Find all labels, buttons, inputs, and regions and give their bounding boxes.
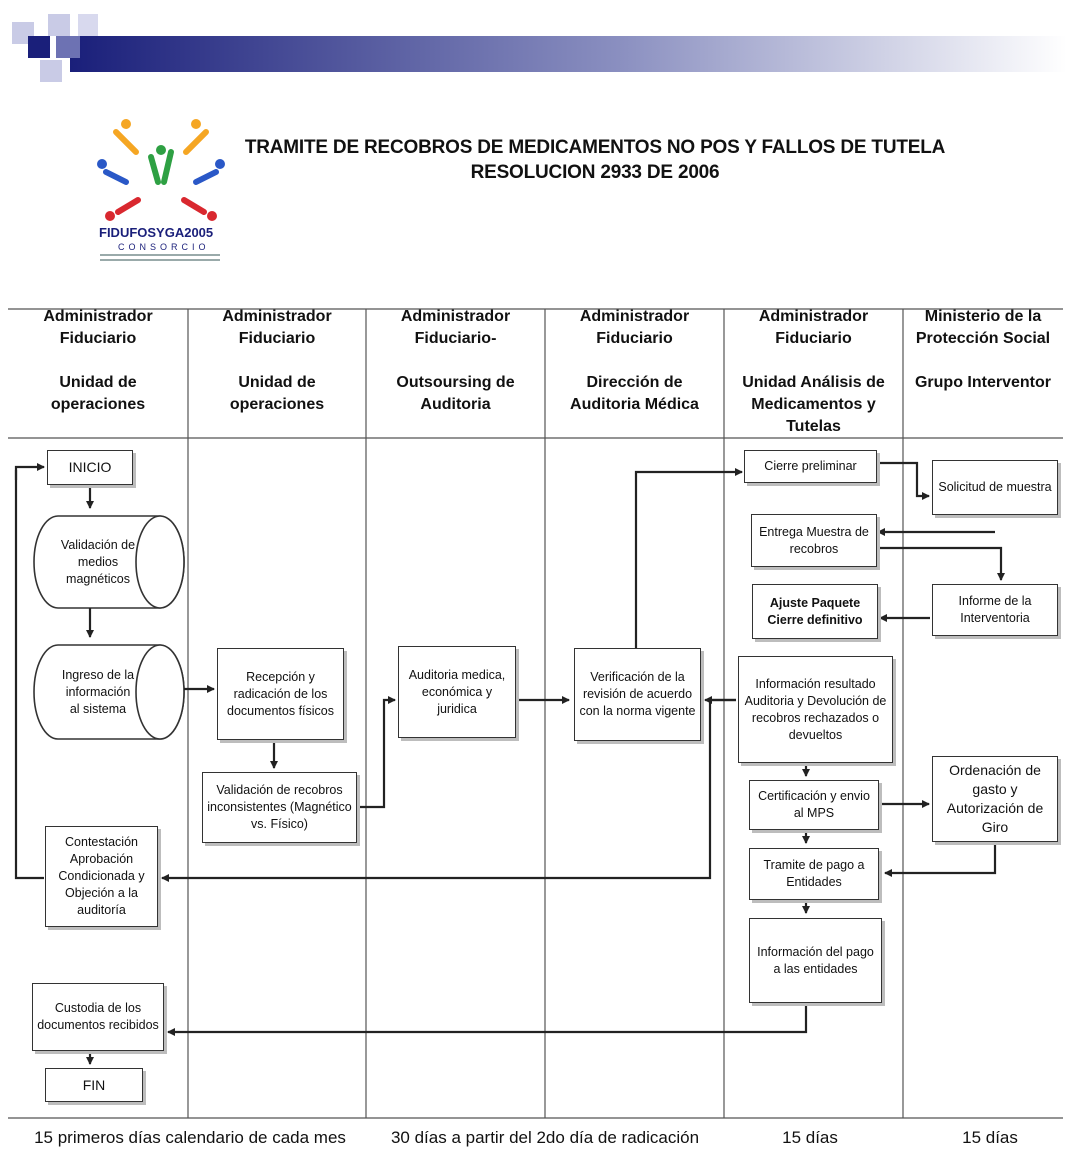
lane-header-3: Administrador Fiduciario- Outsoursing de… — [366, 306, 545, 438]
lane-4-sub-1: Dirección de — [586, 374, 683, 391]
lane-4-head-1: Administrador — [579, 308, 690, 325]
page-title: TRAMITE DE RECOBROS DE MEDICAMENTOS NO P… — [240, 135, 950, 185]
lane-5-head-2: Fiduciario — [775, 330, 852, 347]
footer-time-4: 15 días — [962, 1128, 1018, 1147]
node-verificacion: Verificación de la revisión de acuerdo c… — [574, 648, 701, 741]
node-tramite-pago: Tramite de pago a Entidades — [749, 848, 879, 900]
lane-header-6: Ministerio de la Protección Social Grupo… — [903, 306, 1063, 438]
fidufosyga-logo: FIDUFOSYGA2005 CONSORCIO — [97, 119, 225, 261]
lane-4-sub-2: Auditoria Médica — [570, 396, 699, 413]
lane-2-sub-1: Unidad de — [238, 374, 316, 391]
node-entrega-muestra: Entrega Muestra de recobros — [751, 514, 877, 567]
node-inicio: INICIO — [47, 450, 133, 485]
lane-6-sub-1: Grupo Interventor — [914, 374, 1051, 391]
node-solicitud-muestra: Solicitud de muestra — [932, 460, 1058, 515]
node-cierre-preliminar: Cierre preliminar — [744, 450, 877, 483]
lane-3-sub-1: Outsoursing de — [396, 374, 515, 391]
title-line-2: RESOLUCION 2933 DE 2006 — [470, 162, 720, 183]
logo-sub-text: CONSORCIO — [118, 242, 210, 252]
node-ajuste-paquete: Ajuste Paquete Cierre definitivo — [752, 584, 878, 639]
node-informacion-resultado: Información resultado Auditoria y Devolu… — [738, 656, 893, 763]
lane-3-sub-2: Auditoria — [420, 396, 491, 413]
node-validacion: Validación de medios magnéticos — [60, 537, 136, 586]
node-auditoria: Auditoria medica, económica y juridica — [398, 646, 516, 738]
lane-2-head-2: Fiduciario — [238, 330, 316, 347]
lane-5-sub-3: Tutelas — [786, 418, 841, 435]
lane-header-1: Administrador Fiduciario Unidad de opera… — [8, 306, 188, 438]
lane-2-sub-2: operaciones — [229, 396, 325, 413]
logo-brand-text: FIDUFOSYGA2005 — [99, 225, 213, 240]
node-informe-interventoria: Informe de la Interventoria — [932, 584, 1058, 636]
lane-2-head-1: Administrador — [222, 308, 332, 325]
node-informacion-pago: Información del pago a las entidades — [749, 918, 882, 1003]
lane-6-head-1: Ministerio de la — [924, 308, 1042, 325]
node-ingreso: Ingreso de la información al sistema — [61, 667, 135, 716]
lane-header-5: Administrador Fiduciario Unidad Análisis… — [724, 306, 903, 438]
node-fin: FIN — [45, 1068, 143, 1102]
lane-5-sub-2: Medicamentos y — [751, 396, 876, 413]
lane-4-head-2: Fiduciario — [596, 330, 673, 347]
lane-1-head-1: Administrador — [43, 308, 153, 325]
lane-1-sub-2: operaciones — [50, 396, 146, 413]
lane-3-head-2: Fiduciario- — [414, 330, 497, 347]
lane-1-head-2: Fiduciario — [59, 330, 137, 347]
node-validacion-recobros: Validación de recobros inconsistentes (M… — [202, 772, 357, 843]
node-custodia: Custodia de los documentos recibidos — [32, 983, 164, 1051]
lane-1-sub-1: Unidad de — [59, 374, 137, 391]
footer-time-3: 15 días — [782, 1128, 838, 1147]
lane-header-4: Administrador Fiduciario Dirección de Au… — [545, 306, 724, 438]
header-banner — [12, 14, 1067, 82]
node-ordenacion: Ordenación de gasto y Autorización de Gi… — [932, 756, 1058, 842]
lane-header-2: Administrador Fiduciario Unidad de opera… — [188, 306, 366, 438]
lane-6-head-2: Protección Social — [915, 330, 1051, 347]
lane-3-head-1: Administrador — [400, 308, 511, 325]
node-contestacion: Contestación Aprobación Condicionada y O… — [45, 826, 158, 927]
node-certificacion: Certificación y envio al MPS — [749, 780, 879, 830]
node-recepcion: Recepción y radicación de los documentos… — [217, 648, 344, 740]
lane-5-sub-1: Unidad Análisis de — [742, 374, 885, 391]
footer-time-2: 30 días a partir del 2do día de radicaci… — [390, 1128, 700, 1147]
lane-5-head-1: Administrador — [758, 308, 869, 325]
footer-time-1: 15 primeros días calendario de cada mes — [34, 1128, 346, 1147]
title-line-1: TRAMITE DE RECOBROS DE MEDICAMENTOS NO P… — [244, 137, 946, 158]
